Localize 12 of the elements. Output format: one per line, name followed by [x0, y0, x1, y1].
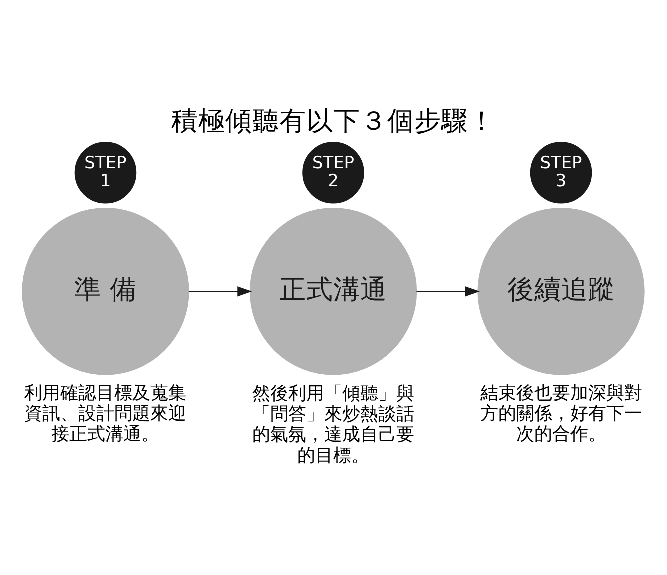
- node-label: 利用確認目標及蒐集資訊、設計問題來迎接正式溝通。: [24, 382, 187, 445]
- node-label: 然後利用「傾聽」與「問答」來炒熱談話的氣氛，達成自己要的目標。: [252, 382, 414, 466]
- node-circle: 準 備: [22, 208, 190, 375]
- node-label: 結束後也要加深與對方的關係，好有下一次的合作。: [480, 382, 642, 445]
- arrow: [188, 286, 252, 296]
- node-circle: STEP 1: [74, 142, 137, 204]
- node-circle: STEP 2: [302, 142, 364, 204]
- node-circle: 正式溝通: [250, 208, 418, 375]
- node-circle: STEP 3: [530, 142, 592, 204]
- node-circle: 後續追蹤: [478, 208, 645, 375]
- arrow: [416, 286, 480, 296]
- diagram-title: 積極傾聽有以下３個步驟！: [172, 106, 496, 137]
